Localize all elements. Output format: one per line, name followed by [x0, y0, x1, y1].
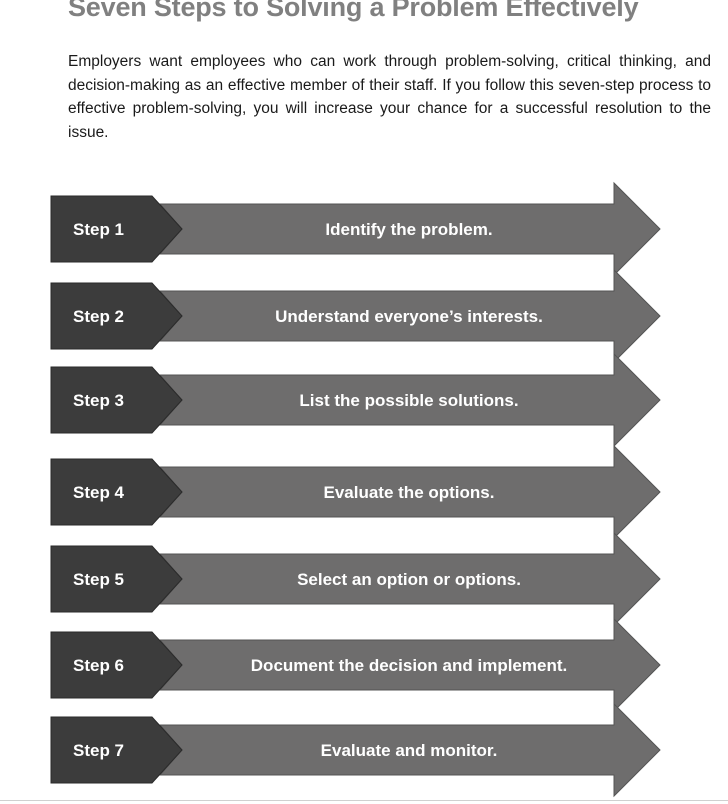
bottom-divider — [0, 800, 728, 801]
step-label: Step 6 — [73, 656, 124, 675]
step-box — [50, 366, 183, 434]
step-description: Evaluate the options. — [324, 483, 495, 502]
step-description: Understand everyone’s interests. — [275, 307, 543, 326]
step-description: List the possible solutions. — [299, 391, 518, 410]
page-title: Seven Steps to Solving a Problem Effecti… — [68, 0, 639, 22]
step-label: Step 5 — [73, 570, 124, 589]
step-box — [50, 716, 183, 784]
step-label: Step 4 — [73, 483, 125, 502]
intro-paragraph: Employers want employees who can work th… — [68, 53, 711, 142]
step-description: Identify the problem. — [325, 220, 492, 239]
step-label: Step 7 — [73, 741, 124, 760]
step-label: Step 1 — [73, 220, 124, 239]
step-box — [50, 631, 183, 699]
step-label: Step 3 — [73, 391, 124, 410]
step-box — [50, 195, 183, 263]
step-box — [50, 282, 183, 350]
step-description: Select an option or options. — [297, 570, 521, 589]
step-description: Document the decision and implement. — [251, 656, 567, 675]
step-description: Evaluate and monitor. — [321, 741, 498, 760]
step-label: Step 2 — [73, 307, 124, 326]
step-box — [50, 458, 183, 526]
step-box — [50, 545, 183, 613]
